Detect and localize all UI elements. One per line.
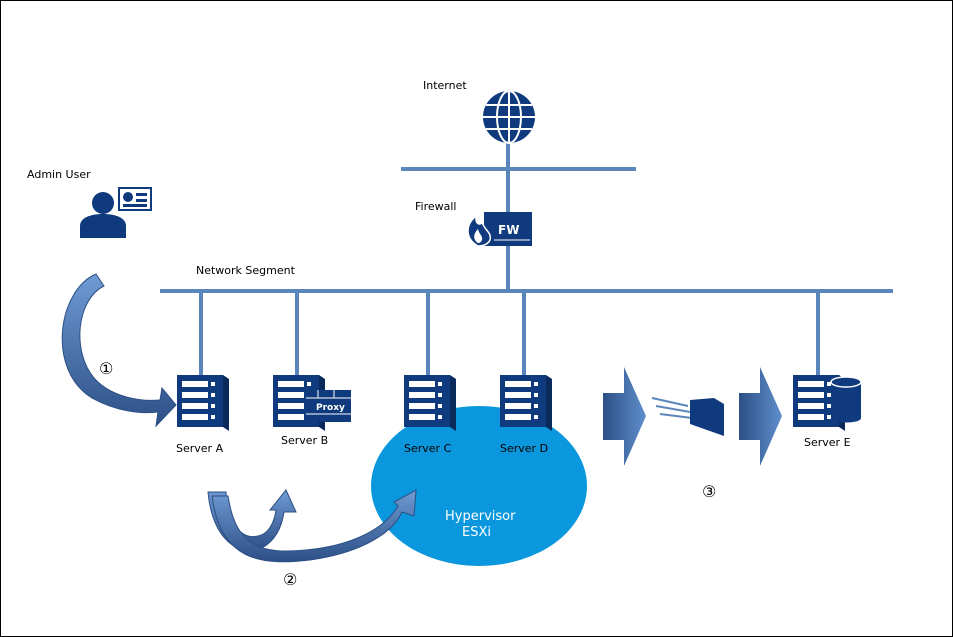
firewall-label: Firewall <box>415 200 456 213</box>
globe-icon <box>483 90 535 144</box>
arrow-step3-right <box>739 367 782 466</box>
server-a-icon <box>177 375 229 431</box>
hypervisor-ellipse <box>371 406 587 566</box>
server-d-icon <box>500 375 552 431</box>
server-e-label: Server E <box>804 436 851 449</box>
proxy-server-icon: Proxy <box>273 375 351 431</box>
step-3-marker: ③ <box>702 482 716 501</box>
proxy-label: Proxy <box>316 403 345 413</box>
esxi-label: ESXi <box>462 525 491 540</box>
network-segment-label: Network Segment <box>196 264 296 277</box>
server-a-label: Server A <box>176 442 224 455</box>
step-2-marker: ② <box>283 570 297 589</box>
arrow-step3-left <box>603 367 646 466</box>
arrow-step2-to-c <box>211 489 417 563</box>
admin-user-icon <box>80 185 154 238</box>
server-b-label: Server B <box>281 434 328 447</box>
hypervisor-label: Hypervisor <box>445 509 516 524</box>
file-transfer-icon <box>651 397 724 436</box>
arrow-step1 <box>61 273 177 428</box>
step-1-marker: ① <box>99 359 113 378</box>
network-lines <box>160 140 893 375</box>
server-d-label: Server D <box>500 442 548 455</box>
firewall-fw-text: FW <box>498 223 519 237</box>
server-c-label: Server C <box>404 442 452 455</box>
internet-label: Internet <box>423 79 467 92</box>
storage-server-icon <box>793 375 862 431</box>
admin-user-label: Admin User <box>27 168 91 181</box>
server-c-icon <box>404 375 456 431</box>
firewall-icon: FW <box>467 212 532 247</box>
